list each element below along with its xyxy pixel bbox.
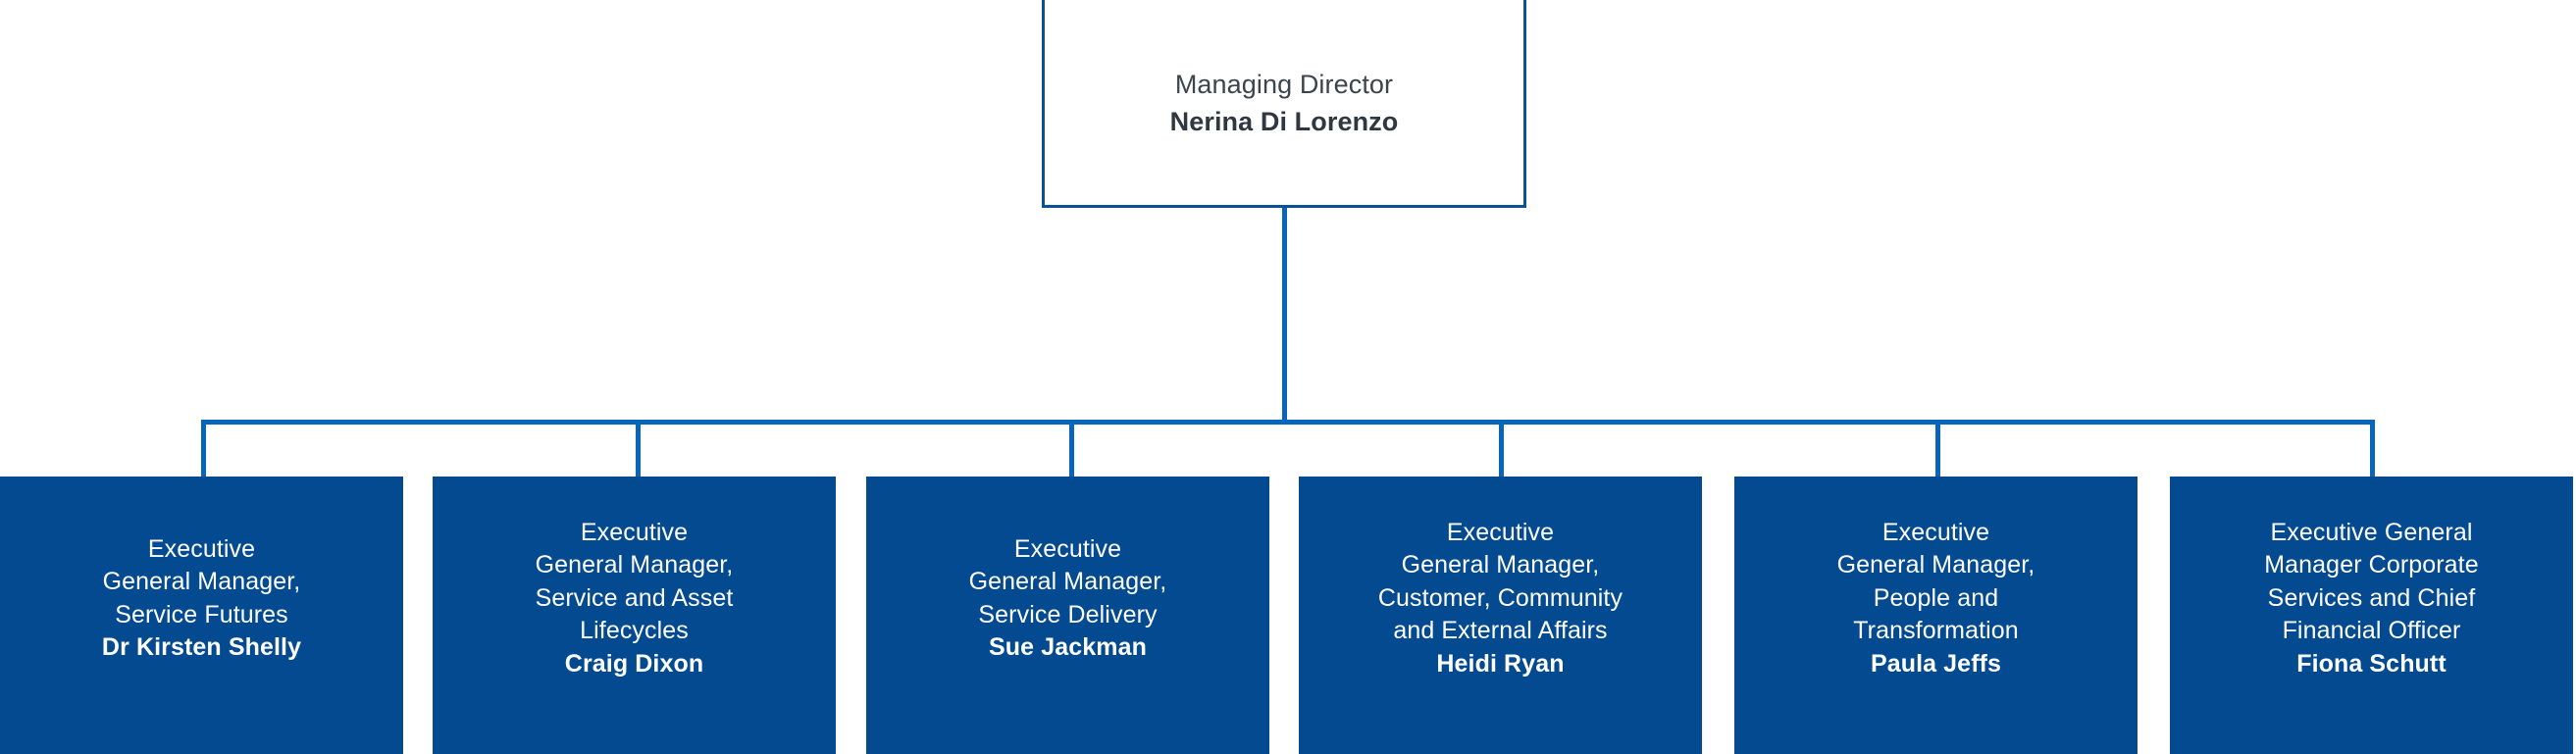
node-title-line: and External Affairs [1393,617,1608,645]
node-title-line: Service and Asset [535,583,734,612]
connector-drop-3 [1069,420,1074,478]
managing-director-name: Nerina Di Lorenzo [1169,106,1399,136]
node-title-line: Executive [1881,518,1990,546]
connector-drop-4 [1499,420,1504,478]
node-name: Dr Kirsten Shelly [101,633,302,661]
node-title-line: Executive [1013,534,1122,563]
node-title-line: General Manager, [1836,551,2035,579]
node-title-line: Executive General [2270,518,2473,546]
connector-drop-5 [1935,420,1940,478]
executive-row: Executive General Manager, Service Futur… [0,477,2576,754]
node-title-line: Services and Chief [2267,583,2476,612]
node-title-line: Service Delivery [978,600,1158,628]
node-name: Paula Jeffs [1870,649,2002,678]
node-title-line: Customer, Community [1377,583,1623,612]
node-name: Heidi Ryan [1436,649,1565,678]
org-node-service-futures[interactable]: Executive General Manager, Service Futur… [0,477,403,754]
org-node-people-and-transformation[interactable]: Executive General Manager, People and Tr… [1734,477,2138,754]
node-title-line: General Manager, [968,568,1167,595]
org-node-service-delivery[interactable]: Executive General Manager, Service Deliv… [866,477,1269,754]
node-name: Craig Dixon [564,649,704,678]
node-name: Sue Jackman [989,633,1147,661]
connector-drop-6 [2370,420,2375,478]
org-node-managing-director[interactable]: Managing Director Nerina Di Lorenzo [1042,0,1526,208]
managing-director-title: Managing Director [1174,69,1394,99]
connector-drop-2 [636,420,641,478]
node-title-line: Transformation [1853,617,2019,645]
node-title-line: Service Futures [115,600,288,628]
connector-stem-vertical [1282,208,1287,425]
node-name: Fiona Schutt [2296,649,2447,678]
node-title-line: General Manager, [102,568,301,595]
node-title-line: General Manager, [535,551,734,579]
node-title-line: Executive [147,534,256,563]
node-title-line: General Manager, [1401,551,1600,579]
node-title-line: Executive [580,518,689,546]
node-title-line: Manager Corporate [2264,551,2479,579]
connector-drop-1 [201,420,206,478]
node-title-line: Lifecycles [580,617,689,645]
node-title-line: Executive [1446,518,1555,546]
org-node-corporate-services-cfo[interactable]: Executive General Manager Corporate Serv… [2170,477,2573,754]
org-node-customer-community-external-affairs[interactable]: Executive General Manager, Customer, Com… [1299,477,1702,754]
node-title-line: Financial Officer [2282,617,2461,645]
connector-bus-horizontal [201,420,2375,425]
node-title-line: People and [1873,583,1999,612]
org-node-service-and-asset-lifecycles[interactable]: Executive General Manager, Service and A… [433,477,836,754]
